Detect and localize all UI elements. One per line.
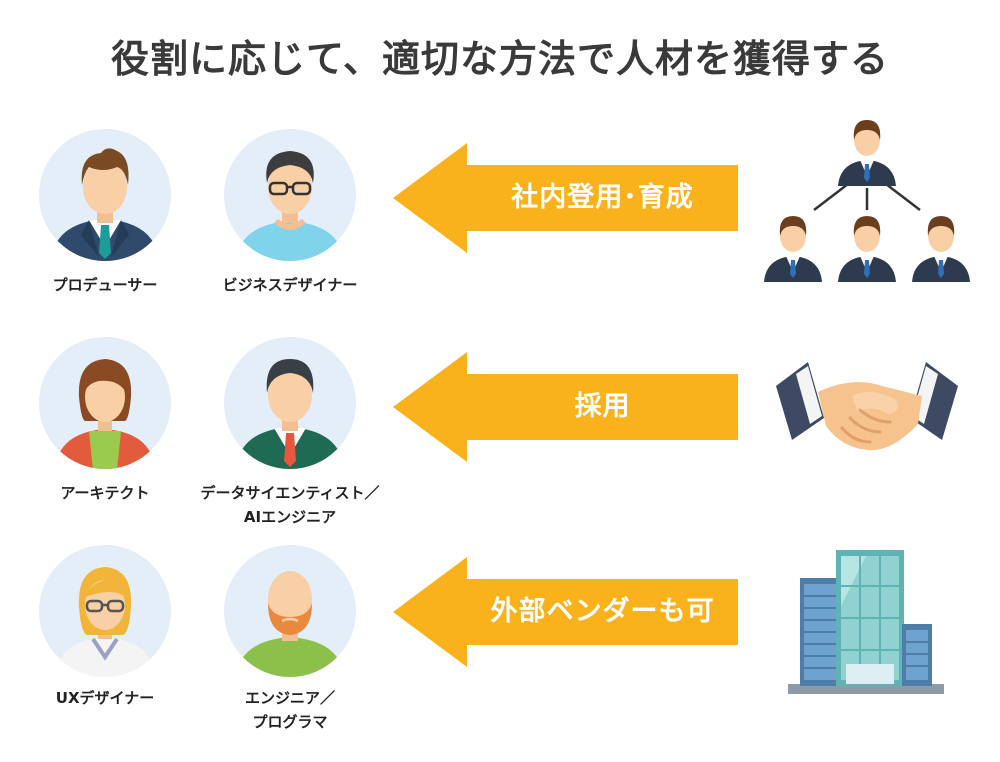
ux-designer-avatar [39, 545, 171, 677]
engineer-avatar [224, 545, 356, 677]
method-label-vendor: 外部ベンダーも可 [490, 596, 715, 627]
producer-avatar [39, 129, 171, 261]
org-chart-icon [764, 120, 970, 282]
role-label-line: プログラマ [252, 713, 328, 731]
arrow-internal [393, 143, 738, 253]
office-building-icon [788, 550, 944, 694]
role-label-line: AIエンジニア [243, 508, 337, 526]
role-label-engineer: エンジニア／ プログラマ [190, 686, 390, 734]
page-title: 役割に応じて、適切な方法で人材を獲得する [110, 37, 890, 81]
business-designer-avatar [224, 129, 356, 261]
architect-avatar [39, 337, 171, 469]
data-scientist-avatar [224, 337, 356, 469]
handshake-icon [776, 362, 958, 451]
role-label-ux-designer: UXデザイナー [55, 689, 155, 707]
method-label-hiring: 採用 [574, 391, 631, 422]
role-label-business-designer: ビジネスデザイナー [222, 276, 358, 294]
arrow-vendor [393, 557, 738, 667]
role-label-line: エンジニア／ [244, 689, 335, 707]
role-label-data-scientist: データサイエンティスト／ AIエンジニア [180, 481, 400, 529]
method-label-internal: 社内登用･育成 [511, 182, 694, 213]
role-label-architect: アーキテクト [60, 484, 150, 502]
arrow-hiring [393, 352, 738, 462]
role-label-producer: プロデューサー [52, 276, 158, 294]
role-label-line: データサイエンティスト／ [200, 484, 380, 502]
